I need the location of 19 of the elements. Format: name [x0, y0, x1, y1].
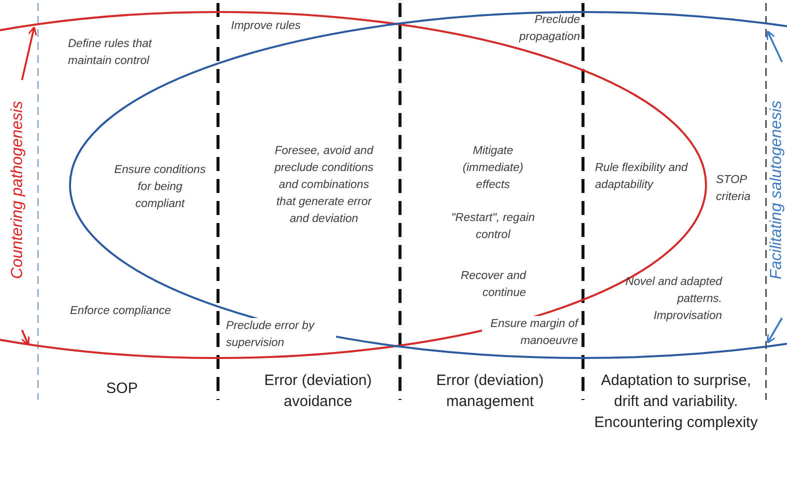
- note-text: Ensure conditions for being compliant: [113, 163, 207, 212]
- note-text: Mitigate (immediate) effects: [462, 144, 524, 193]
- axis-label: Facilitating salutogenesis: [767, 100, 786, 280]
- note-text: Define rules that maintain control: [68, 37, 153, 69]
- note-text: Improve rules: [231, 19, 302, 34]
- column-heading: Adaptation to surprise, drift and variability. Encountering complexity: [593, 371, 759, 433]
- note-text: STOP criteria: [716, 173, 752, 205]
- note-text: Rule flexibility and adaptability: [595, 161, 689, 193]
- note-text: Preclude error by supervision: [226, 318, 336, 352]
- note-text: Preclude propagation: [518, 13, 580, 45]
- column-heading: Error (deviation) management: [435, 371, 545, 412]
- note-text: Enforce compliance: [70, 304, 172, 319]
- note-text: Recover and continue: [460, 269, 526, 301]
- column-heading: Error (deviation) avoidance: [263, 371, 373, 412]
- axis-label: Countering pathogenesis: [8, 101, 27, 279]
- column-heading: SOP: [105, 379, 139, 399]
- note-text: "Restart", regain control: [450, 211, 536, 243]
- note-text: Foresee, avoid and preclude conditions and combinations that generate error and deviation: [273, 144, 375, 227]
- note-text: Novel and adapted patterns. Improvisation: [624, 275, 722, 324]
